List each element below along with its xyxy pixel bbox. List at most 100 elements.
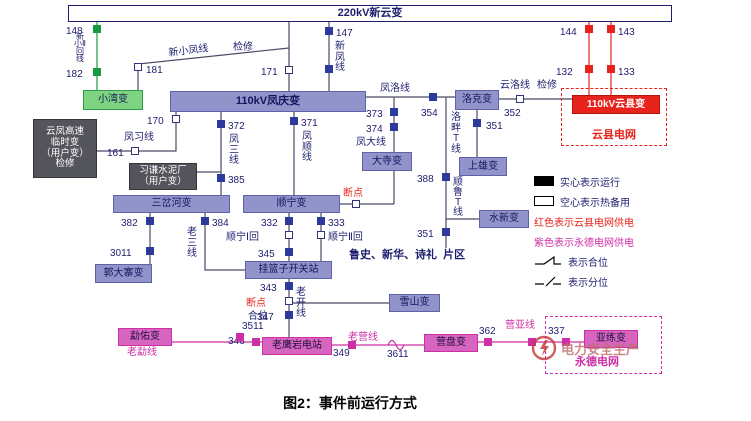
switch-337 bbox=[562, 338, 570, 346]
legend-label-3: 紫色表示永德电网供电 bbox=[534, 237, 634, 249]
legend-row-4: 表示合位 bbox=[534, 254, 608, 269]
switch-333 bbox=[317, 217, 325, 225]
legend-row-5: 表示分位 bbox=[534, 274, 608, 289]
switch-shunning-ii bbox=[317, 231, 325, 239]
legend-row-1: 空心表示热备用 bbox=[534, 194, 630, 209]
switch-354 bbox=[429, 93, 437, 101]
switch-347 bbox=[285, 311, 293, 319]
substation-fengqing-label: 110kV凤庆变 bbox=[235, 95, 301, 108]
substation-yunfeng-temp-label: 检修 bbox=[55, 158, 75, 170]
breaker-label-343: 343 bbox=[260, 283, 277, 294]
switch-148 bbox=[93, 25, 101, 33]
legend-label-1: 空心表示热备用 bbox=[560, 197, 630, 209]
line-label-laomeng: 老勐线 bbox=[127, 347, 157, 358]
switch-181 bbox=[134, 63, 142, 71]
substation-xueshan: 雪山变 bbox=[389, 294, 440, 312]
breaker-label-147: 147 bbox=[336, 28, 353, 39]
figure-caption: 图2：事件前运行方式 bbox=[283, 395, 417, 411]
breaker-label-144: 144 bbox=[560, 27, 577, 38]
substation-mengyou: 勐佑变 bbox=[118, 328, 172, 346]
switch-388 bbox=[442, 173, 450, 181]
breaker-label-181: 181 bbox=[146, 65, 163, 76]
switch-384 bbox=[201, 217, 209, 225]
substation-xiqian-cement: 习谦水泥厂（用户变） bbox=[129, 163, 197, 190]
line-label-laokai: 老开线 bbox=[296, 287, 306, 319]
switch-352 bbox=[516, 95, 524, 103]
breaker-label-143: 143 bbox=[618, 27, 635, 38]
substation-dasi: 大寺变 bbox=[362, 152, 412, 171]
substation-sanchahe-label: 三岔河变 bbox=[151, 198, 192, 210]
switch-182 bbox=[93, 68, 101, 76]
switch-349 bbox=[348, 341, 356, 349]
breaker-label-385: 385 bbox=[228, 175, 245, 186]
breaker-label-170: 170 bbox=[147, 116, 164, 127]
substation-guodazhai-label: 郭大寨变 bbox=[103, 267, 144, 279]
switch-385 bbox=[217, 174, 225, 182]
substation-shunning-label: 顺宁变 bbox=[276, 198, 307, 210]
watermark: 电力安全生产 bbox=[531, 335, 639, 361]
line-fengxi bbox=[97, 112, 177, 152]
switch-open-point-2 bbox=[285, 297, 293, 305]
breaker-label-346: 346 bbox=[228, 336, 245, 347]
circuit-label-shunning-ii: 顺宁Ⅱ回 bbox=[328, 232, 363, 243]
switch-143 bbox=[607, 25, 615, 33]
substation-shangxiong-label: 上雄变 bbox=[468, 160, 498, 172]
legend-label-4: 表示合位 bbox=[568, 257, 608, 269]
breaker-label-382: 382 bbox=[121, 218, 138, 229]
substation-yalian-label: 亚练变 bbox=[596, 333, 626, 345]
legend-label-2: 红色表示云县电网供电 bbox=[534, 217, 634, 229]
legend-label-0: 实心表示运行 bbox=[560, 177, 620, 189]
line-label-fengsan: 凤三线 bbox=[229, 134, 239, 166]
breaker-label-354: 354 bbox=[421, 108, 438, 119]
legend-row-0: 实心表示运行 bbox=[534, 174, 620, 189]
open-switch-icon bbox=[535, 276, 561, 287]
substation-yalian: 亚练变 bbox=[584, 330, 638, 348]
breaker-label-133: 133 bbox=[618, 67, 635, 78]
substation-yingpan: 营盘变 bbox=[424, 334, 478, 352]
switch-shunning-i bbox=[285, 231, 293, 239]
breaker-label-3611: 3611 bbox=[387, 349, 409, 360]
breaker-label-148: 148 bbox=[66, 26, 83, 37]
substation-yingpan-label: 营盘变 bbox=[436, 337, 466, 349]
line-label-fengxi: 凤习线 bbox=[124, 132, 154, 143]
breaker-label-132: 132 bbox=[556, 67, 573, 78]
substation-shuixin-label: 水新变 bbox=[489, 213, 519, 225]
breaker-label-362: 362 bbox=[479, 326, 496, 337]
switch-open-point-1 bbox=[352, 200, 360, 208]
breaker-label-373: 373 bbox=[366, 109, 383, 120]
status-label-hewei: 合位 bbox=[248, 311, 268, 322]
substation-yunxian: 110kV云县变 bbox=[572, 95, 660, 114]
substation-yunfeng-temp-label: （用户变） bbox=[41, 147, 89, 159]
switch-3011 bbox=[146, 247, 154, 255]
substation-shangxiong: 上雄变 bbox=[459, 157, 507, 176]
breaker-label-372: 372 bbox=[228, 121, 245, 132]
switch-374 bbox=[390, 123, 398, 131]
breaker-label-182: 182 bbox=[66, 69, 83, 80]
substation-shuixin: 水新变 bbox=[479, 210, 529, 228]
switch-147b bbox=[325, 65, 333, 73]
switch-147 bbox=[325, 27, 333, 35]
watermark-text: 电力安全生产 bbox=[561, 341, 640, 357]
line-label-luopan-t: 洛畔T线 bbox=[451, 112, 461, 155]
switch-362 bbox=[484, 338, 492, 346]
breaker-label-352: 352 bbox=[504, 108, 521, 119]
breaker-label-333: 333 bbox=[328, 218, 345, 229]
line-label-xinxiao-ii: 新小Ⅱ回线 bbox=[74, 32, 86, 64]
open-point-label-1: 断点 bbox=[343, 188, 363, 199]
substation-dasi-label: 大寺变 bbox=[372, 155, 402, 167]
legend-label-5: 表示分位 bbox=[568, 277, 608, 289]
breaker-label-351-shangxiong: 351 bbox=[486, 121, 503, 132]
bus-220kv-xinyun: 220kV新云变 bbox=[68, 5, 672, 22]
substation-xiqian-cement-label: 习谦水泥厂 bbox=[139, 164, 187, 176]
switch-133 bbox=[607, 65, 615, 73]
closed-switch-icon bbox=[535, 255, 561, 265]
breaker-label-161: 161 bbox=[107, 148, 124, 159]
open-point-label-2: 断点 bbox=[246, 298, 266, 309]
station-laoyingyan-plant: 老鹰岩电站 bbox=[262, 337, 332, 355]
status-label-jianxiu-1: 检修 bbox=[233, 42, 253, 53]
switch-346 bbox=[252, 338, 260, 346]
breaker-label-3511: 3511 bbox=[242, 321, 264, 332]
station-gualanzi-switch-label: 挂篮子开关站 bbox=[258, 264, 319, 276]
substation-guodazhai: 郭大寨变 bbox=[95, 264, 152, 283]
breaker-label-351-shuixin: 351 bbox=[417, 229, 434, 240]
